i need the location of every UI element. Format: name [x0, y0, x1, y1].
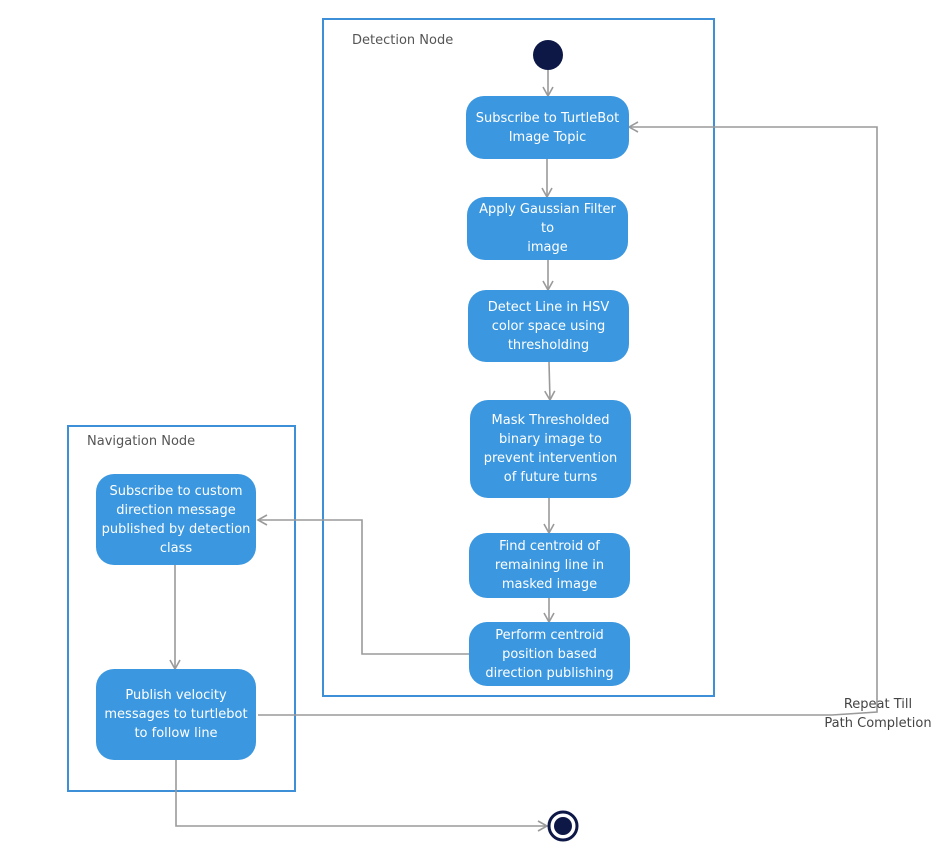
activity-subscribe-direction-message: Subscribe to custom direction message pu…: [96, 474, 256, 565]
detection-node-title: Detection Node: [352, 33, 454, 48]
edge-detect-to-mask: [544, 361, 556, 402]
edge-loop-back: [258, 121, 878, 716]
navigation-node-title: Navigation Node: [87, 434, 196, 449]
end-node-inner: [554, 817, 572, 835]
activity-detect-line-hsv: Detect Line in HSV color space using thr…: [468, 290, 629, 362]
activity-publish-velocity-messages: Publish velocity messages to turtlebot t…: [96, 669, 256, 760]
activity-apply-gaussian-filter: Apply Gaussian Filter to image: [467, 197, 628, 260]
activity-find-centroid: Find centroid of remaining line in maske…: [469, 533, 630, 598]
start-node: [533, 40, 563, 70]
activity-perform-centroid-direction-publishing: Perform centroid position based directio…: [469, 622, 630, 686]
edge-publish-to-subscribe-direction: [256, 514, 470, 655]
detection-node-swimlane: [322, 18, 715, 697]
navigation-node-swimlane: [67, 425, 296, 792]
activity-subscribe-turtlebot-image: Subscribe to TurtleBot Image Topic: [466, 96, 629, 159]
edge-velocity-to-end: [175, 760, 549, 832]
loop-note: Repeat Till Path Completion: [824, 697, 932, 731]
activity-mask-thresholded-image: Mask Thresholded binary image to prevent…: [470, 400, 631, 498]
